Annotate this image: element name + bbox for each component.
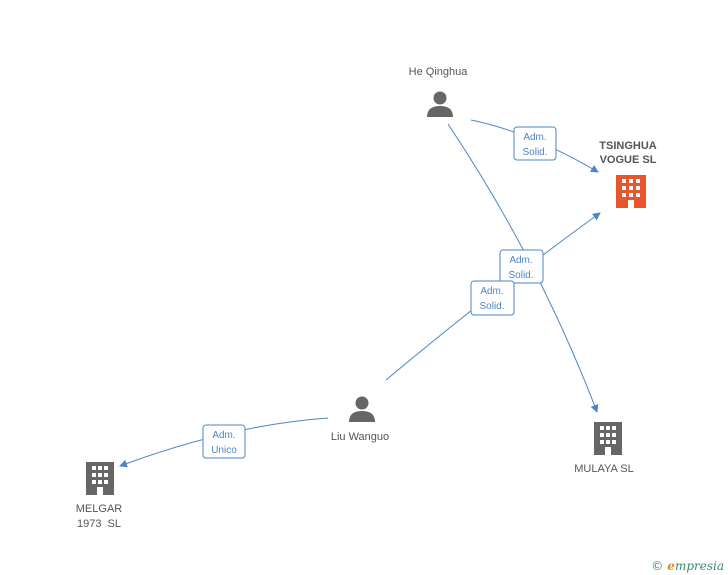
edge-label-line1: Adm. bbox=[212, 430, 235, 441]
node-tsinghua-vogue[interactable]: TSINGHUA VOGUE SL bbox=[599, 140, 657, 208]
edge-label-liu-tsinghua[interactable]: Adm. Solid. bbox=[470, 280, 515, 316]
edge-label-liu-melgar[interactable]: Adm. Unico bbox=[202, 424, 246, 459]
edge-label-line2: Unico bbox=[211, 445, 237, 456]
edge-label-line2: Solid. bbox=[508, 270, 533, 281]
edge-label-line1: Adm. bbox=[480, 286, 503, 297]
edge-label-line2: Solid. bbox=[522, 147, 547, 158]
node-liu-wanguo[interactable]: Liu Wanguo bbox=[331, 396, 389, 444]
company-label-line1: TSINGHUA bbox=[599, 140, 657, 152]
building-icon bbox=[594, 422, 622, 455]
brand-logo-initial: e bbox=[667, 559, 675, 573]
person-icon bbox=[349, 396, 375, 422]
copyright-icon: © bbox=[651, 559, 664, 573]
building-icon bbox=[616, 175, 646, 208]
company-label-line1: MELGAR bbox=[76, 503, 123, 515]
person-label: He Qinghua bbox=[409, 66, 469, 78]
edge-label-line1: Adm. bbox=[523, 132, 546, 143]
company-label-line2: 1973 SL bbox=[77, 518, 121, 530]
building-icon bbox=[86, 462, 114, 495]
node-he-qinghua[interactable]: He Qinghua bbox=[409, 66, 469, 117]
person-label: Liu Wanguo bbox=[331, 431, 389, 443]
node-melgar[interactable]: MELGAR 1973 SL bbox=[76, 462, 123, 530]
company-label-line2: VOGUE SL bbox=[600, 154, 657, 166]
edge-label-line2: Solid. bbox=[479, 301, 504, 312]
edge-label-he-tsinghua[interactable]: Adm. Solid. bbox=[513, 126, 557, 161]
edge-label-line1: Adm. bbox=[509, 255, 532, 266]
person-icon bbox=[427, 91, 453, 117]
company-label: MULAYA SL bbox=[574, 463, 634, 475]
node-mulaya[interactable]: MULAYA SL bbox=[574, 422, 634, 475]
brand-logo-text: mpresia bbox=[674, 559, 724, 573]
brand-footer: ©empresia bbox=[651, 559, 724, 573]
edge-label-he-mulaya[interactable]: Adm. Solid. bbox=[499, 249, 544, 284]
